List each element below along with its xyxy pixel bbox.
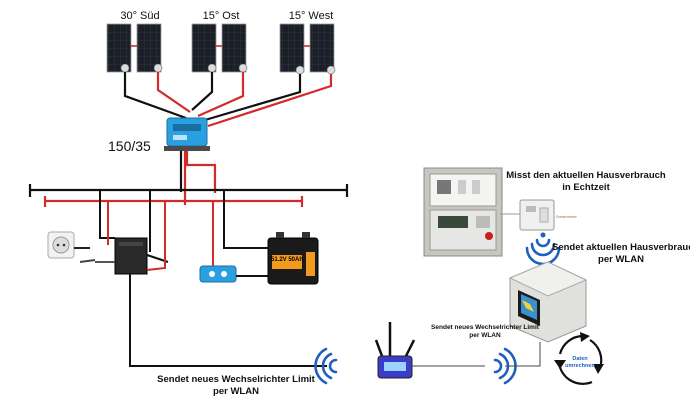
panel-label-west: 15° West xyxy=(288,10,334,22)
pv-wires xyxy=(123,72,333,128)
meter-title: Misst den aktuellen Hausverbrauch in Ech… xyxy=(500,170,672,194)
dc-bus xyxy=(28,184,349,207)
cycle-label: Daten umrechnen xyxy=(560,356,600,370)
device-wifi-line2: per WLAN xyxy=(469,332,501,339)
battery-label: 51.2V 50Ah xyxy=(271,257,304,263)
meter-title-line1: Misst den aktuellen Hausverbrauch xyxy=(506,170,666,181)
panel-label-south: 30° Süd xyxy=(120,10,160,22)
meter-title-line2: in Echtzeit xyxy=(562,182,610,193)
smartmeter-tag: Smartmeter xyxy=(556,214,577,219)
charge-controller xyxy=(164,117,210,151)
micro-inverter xyxy=(114,237,148,275)
device-wifi-label: Sendet neues Wechselrichter Limit per WL… xyxy=(420,324,550,340)
cycle-line1: Daten xyxy=(572,356,588,362)
bottom-wifi-line1: Sendet neues Wechselrichter Limit xyxy=(157,374,315,385)
wifi-router xyxy=(374,322,416,379)
cycle-line2: umrechnen xyxy=(565,363,595,369)
wifi-icon-left xyxy=(314,347,338,385)
solar-panels xyxy=(106,23,335,73)
battery xyxy=(267,232,319,285)
battery-shunt xyxy=(199,265,237,283)
device-wifi-line1: Sendet neues Wechselrichter Limit xyxy=(431,324,539,331)
inverter-data-wire xyxy=(129,274,327,367)
smart-meter-sensor xyxy=(519,199,555,231)
power-socket xyxy=(47,231,75,259)
wifi-icons xyxy=(314,238,561,385)
display-device xyxy=(508,261,588,343)
panel-west-1 xyxy=(279,23,305,73)
electricity-meter xyxy=(423,167,503,257)
house-wifi-line1: Sendet aktuellen Hausverbrauch xyxy=(552,242,690,253)
panel-south-1 xyxy=(106,23,132,73)
device-link xyxy=(505,342,541,367)
house-wifi-label: Sendet aktuellen Hausverbrauch per WLAN xyxy=(552,242,690,266)
bottom-wifi-label: Sendet neues Wechselrichter Limit per WL… xyxy=(146,374,326,398)
bottom-wifi-line2: per WLAN xyxy=(213,386,259,397)
house-wifi-line2: per WLAN xyxy=(598,254,644,265)
panel-label-east: 15° Ost xyxy=(202,10,240,22)
controller-label: 150/35 xyxy=(108,138,151,154)
panel-west-2 xyxy=(309,23,335,73)
